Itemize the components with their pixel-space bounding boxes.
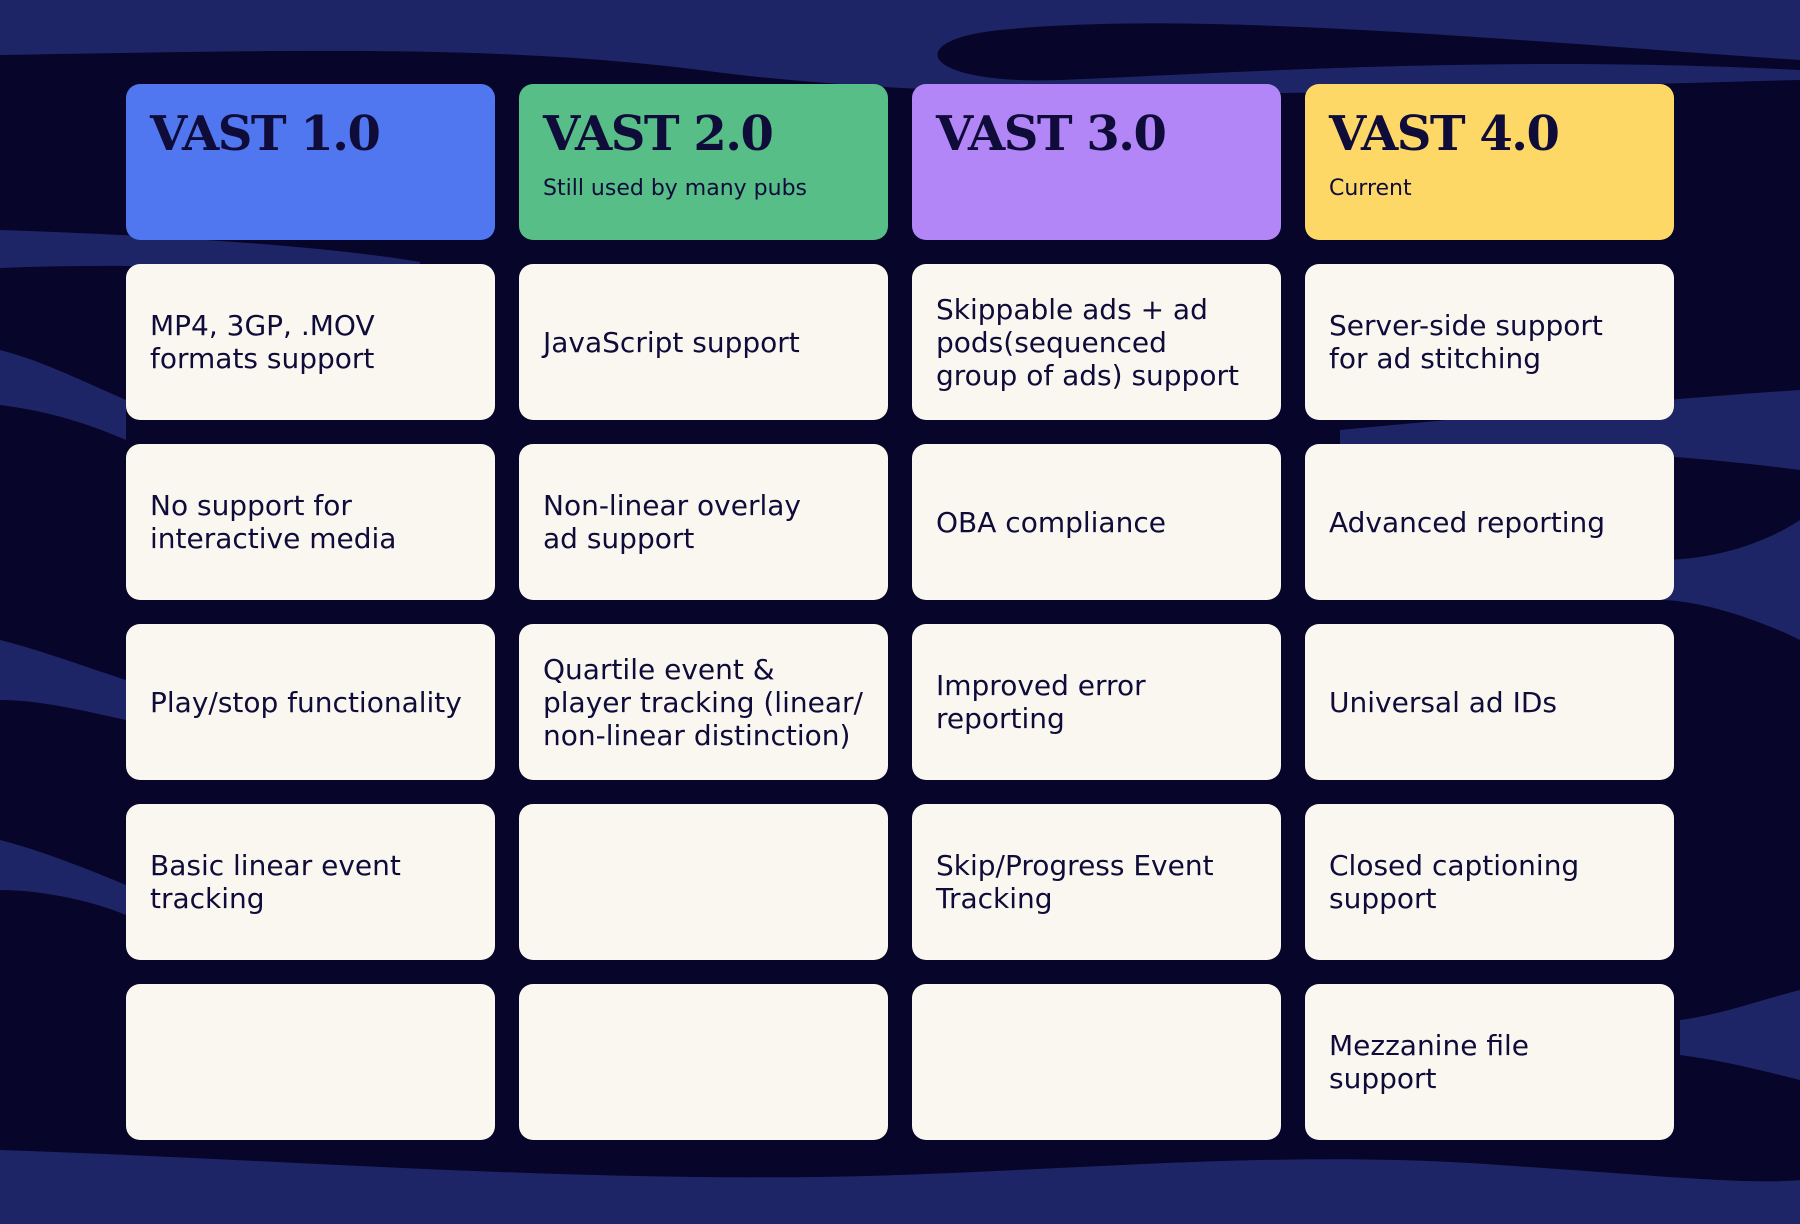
feature-cell: Advanced reporting [1305,444,1674,600]
feature-cell [519,984,888,1140]
feature-cell: OBA compliance [912,444,1281,600]
wave-shape [0,840,126,915]
version-title: VAST 2.0 [543,106,774,162]
feature-text: MP4, 3GP, .MOV formats support [150,309,375,375]
feature-text: Skip/Progress Event Tracking [936,849,1214,915]
wave-shape [0,0,1800,94]
feature-text: No support for interactive media [150,489,397,555]
feature-text: JavaScript support [543,325,800,359]
feature-text: Play/stop functionality [150,685,462,719]
feature-text: Mezzanine file support [1329,1029,1529,1095]
feature-text: Closed captioning support [1329,849,1580,915]
feature-cell: Non-linear overlay ad support [519,444,888,600]
feature-cell: No support for interactive media [126,444,495,600]
wave-shape [0,350,126,440]
feature-text: Skippable ads + ad pods(sequenced group … [936,292,1239,392]
wave-shape [1340,390,1800,470]
feature-cell: Mezzanine file support [1305,984,1674,1140]
feature-text: Basic linear event tracking [150,849,401,915]
feature-text: OBA compliance [936,505,1166,539]
feature-cell: Server-side support for ad stitching [1305,264,1674,420]
feature-cell: Basic linear event tracking [126,804,495,960]
feature-cell: Improved error reporting [912,624,1281,780]
version-header: VAST 1.0 [126,84,495,240]
version-title: VAST 3.0 [936,106,1167,162]
feature-text: Universal ad IDs [1329,685,1557,719]
feature-cell: Skip/Progress Event Tracking [912,804,1281,960]
version-title: VAST 4.0 [1329,106,1560,162]
feature-cell [519,804,888,960]
feature-text: Quartile event & player tracking (linear… [543,652,863,752]
feature-cell [912,984,1281,1140]
wave-shape [0,640,126,720]
feature-text: Non-linear overlay ad support [543,489,801,555]
feature-cell: Quartile event & player tracking (linear… [519,624,888,780]
feature-text: Advanced reporting [1329,505,1606,539]
feature-text: Improved error reporting [936,669,1146,735]
version-header: VAST 3.0 [912,84,1281,240]
feature-cell: MP4, 3GP, .MOV formats support [126,264,495,420]
version-subtitle: Still used by many pubs [543,176,807,201]
wave-shape [1680,990,1800,1080]
version-title: VAST 1.0 [150,106,381,162]
feature-cell [126,984,495,1140]
version-subtitle: Current [1329,176,1412,201]
feature-cell: Universal ad IDs [1305,624,1674,780]
wave-shape [0,1150,1800,1224]
feature-cell: Skippable ads + ad pods(sequenced group … [912,264,1281,420]
feature-cell: Play/stop functionality [126,624,495,780]
feature-cell: Closed captioning support [1305,804,1674,960]
wave-shape [1660,520,1800,640]
feature-cell: JavaScript support [519,264,888,420]
feature-text: Server-side support for ad stitching [1329,309,1603,375]
